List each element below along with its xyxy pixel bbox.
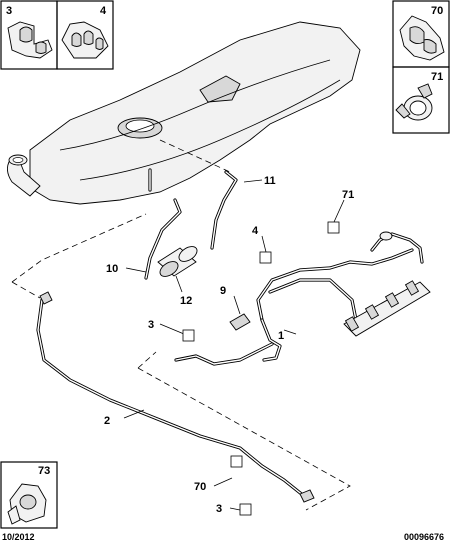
callout-12: 12 xyxy=(180,295,192,307)
inset-number-3: 3 xyxy=(6,5,12,17)
inset-box-4: 4 xyxy=(56,0,114,70)
callout-71: 71 xyxy=(342,189,354,201)
inset-number-70: 70 xyxy=(431,5,443,17)
inset-box-70: 70 xyxy=(392,0,450,68)
hose-71 xyxy=(370,231,424,264)
callout-1: 1 xyxy=(278,330,284,342)
hose-clamp-icon xyxy=(395,83,433,121)
fuel-rail xyxy=(343,280,431,337)
pipe-10 xyxy=(144,198,182,280)
callout-9: 9 xyxy=(220,285,226,297)
callout-2: 2 xyxy=(104,415,110,427)
pipe-2 xyxy=(36,291,315,503)
pipe-clip-spring-icon xyxy=(399,15,445,61)
tag-square-3-middle xyxy=(182,329,195,342)
callout-3-bottom: 3 xyxy=(216,503,222,515)
tag-square-4 xyxy=(259,251,272,264)
pipe-3-middle xyxy=(174,342,274,366)
tag-squares xyxy=(182,221,340,516)
inset-box-73: 73 xyxy=(0,461,58,529)
inset-box-71: 71 xyxy=(392,66,450,134)
footer-reference: 00096676 xyxy=(404,532,444,542)
pipe-clip-double-icon xyxy=(7,21,53,59)
tag-square-3-bottom xyxy=(239,503,252,516)
pipe-11 xyxy=(210,170,238,250)
fuel-filter xyxy=(157,246,198,277)
dashed-outline-underbody xyxy=(137,351,351,511)
pipe-1 xyxy=(256,248,414,362)
callout-labels: 1 2 3 3 4 9 10 11 12 70 71 xyxy=(104,175,354,515)
tag-square-70 xyxy=(230,455,243,468)
retaining-clip-icon xyxy=(7,483,47,525)
fuel-tank xyxy=(7,21,361,205)
inset-box-3: 3 xyxy=(0,0,58,70)
inset-number-71: 71 xyxy=(431,71,443,83)
pipe-clip-triple-icon xyxy=(61,21,109,59)
inset-number-4: 4 xyxy=(100,5,107,17)
callout-70: 70 xyxy=(194,481,206,493)
leader-lines xyxy=(123,179,345,511)
callout-11: 11 xyxy=(264,175,276,187)
tag-square-71 xyxy=(327,221,340,234)
pad-9 xyxy=(229,313,251,331)
callout-10: 10 xyxy=(106,263,118,275)
inset-number-73: 73 xyxy=(38,465,50,477)
dashed-outline-tank xyxy=(11,213,147,299)
callout-4: 4 xyxy=(252,225,259,237)
footer-date: 10/2012 xyxy=(2,532,35,542)
dashed-lead-tank xyxy=(159,139,231,173)
callout-3-middle: 3 xyxy=(148,319,154,331)
